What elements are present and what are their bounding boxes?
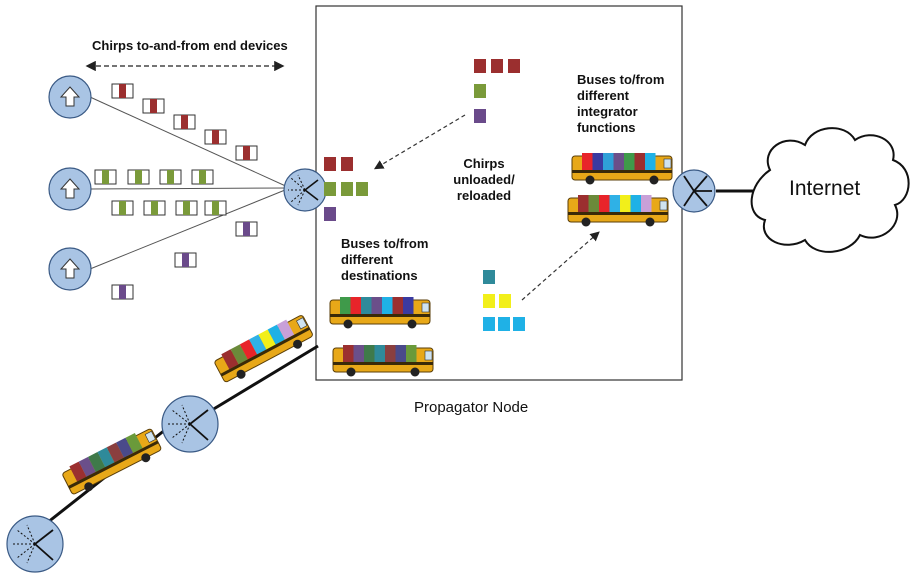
chirp-icon — [204, 129, 227, 145]
buses-destinations-label: Buses to/from different destinations — [341, 236, 451, 284]
chirps-on-links — [94, 83, 258, 300]
chirp-icon — [142, 98, 165, 114]
bus-icon — [332, 345, 434, 377]
end-device-1 — [48, 75, 92, 119]
label-line: unloaded/ — [453, 172, 515, 187]
chirp-flow-arrow-out — [521, 231, 600, 301]
device-links — [89, 96, 291, 270]
chirp-icon — [235, 145, 258, 161]
up-arrow-icon — [59, 86, 81, 107]
chirp-icon — [324, 182, 336, 196]
label-line: destinations — [341, 268, 418, 283]
label-line: integrator — [577, 104, 638, 119]
bus-icon — [567, 195, 669, 227]
label-line: reloaded — [456, 188, 512, 203]
chirp-icon — [324, 207, 336, 221]
chirp-icon — [111, 200, 134, 216]
bus-icon — [329, 297, 431, 329]
chirps-in-node — [324, 59, 525, 331]
chirp-icon — [499, 294, 511, 308]
chirp-icon — [483, 294, 495, 308]
label-line: different — [341, 252, 393, 267]
label-line: functions — [577, 120, 636, 135]
propagator-node-label: Propagator Node — [414, 399, 529, 416]
bus-icon — [571, 153, 673, 185]
chirp-icon — [491, 59, 503, 73]
chirp-icon — [173, 114, 196, 130]
integrator-node-icon — [672, 169, 716, 213]
end-device-3 — [48, 247, 92, 291]
buses-integrator-label: Buses to/from different integrator funct… — [577, 72, 677, 136]
chirp-icon — [324, 157, 336, 171]
chirp-icon — [174, 252, 197, 268]
chirp-icon — [483, 317, 495, 331]
bus-icon — [62, 428, 162, 495]
chirp-icon — [508, 59, 520, 73]
chirps-end-devices-label: Chirps to-and-from end devices — [92, 38, 288, 53]
chirp-icon — [127, 169, 150, 185]
end-device-2 — [48, 167, 92, 211]
label-line: Buses to/from — [577, 72, 665, 87]
chirp-flow-arrow-in — [373, 114, 466, 170]
chirp-icon — [341, 182, 353, 196]
chirp-icon — [175, 200, 198, 216]
chirp-icon — [94, 169, 117, 185]
chirp-icon — [474, 109, 486, 123]
internet-cloud-icon — [750, 127, 910, 253]
chirp-icon — [235, 221, 258, 237]
chirp-icon — [159, 169, 182, 185]
chirp-icon — [191, 169, 214, 185]
chirp-icon — [341, 157, 353, 171]
chirp-icon — [474, 84, 486, 98]
up-arrow-icon — [59, 258, 81, 279]
chirps-unloaded-label: Chirps unloaded/ reloaded — [452, 156, 516, 204]
propagator-node-icon — [6, 515, 64, 573]
up-arrow-icon — [59, 178, 81, 199]
propagator-node-icon — [283, 168, 327, 212]
chirp-icon — [204, 200, 227, 216]
buses — [62, 153, 673, 495]
chirp-icon — [111, 83, 134, 99]
chirp-icon — [474, 59, 486, 73]
bus-icon — [214, 315, 313, 383]
propagator-node-icon — [161, 395, 219, 453]
label-line: different — [577, 88, 629, 103]
internet-label: Internet — [789, 177, 861, 200]
chirp-icon — [513, 317, 525, 331]
chirp-icon — [111, 284, 134, 300]
label-line: Chirps — [463, 156, 505, 171]
chirp-icon — [498, 317, 510, 331]
label-line: Buses to/from — [341, 236, 429, 251]
chirp-icon — [143, 200, 166, 216]
chirp-icon — [483, 270, 495, 284]
chirp-icon — [356, 182, 368, 196]
